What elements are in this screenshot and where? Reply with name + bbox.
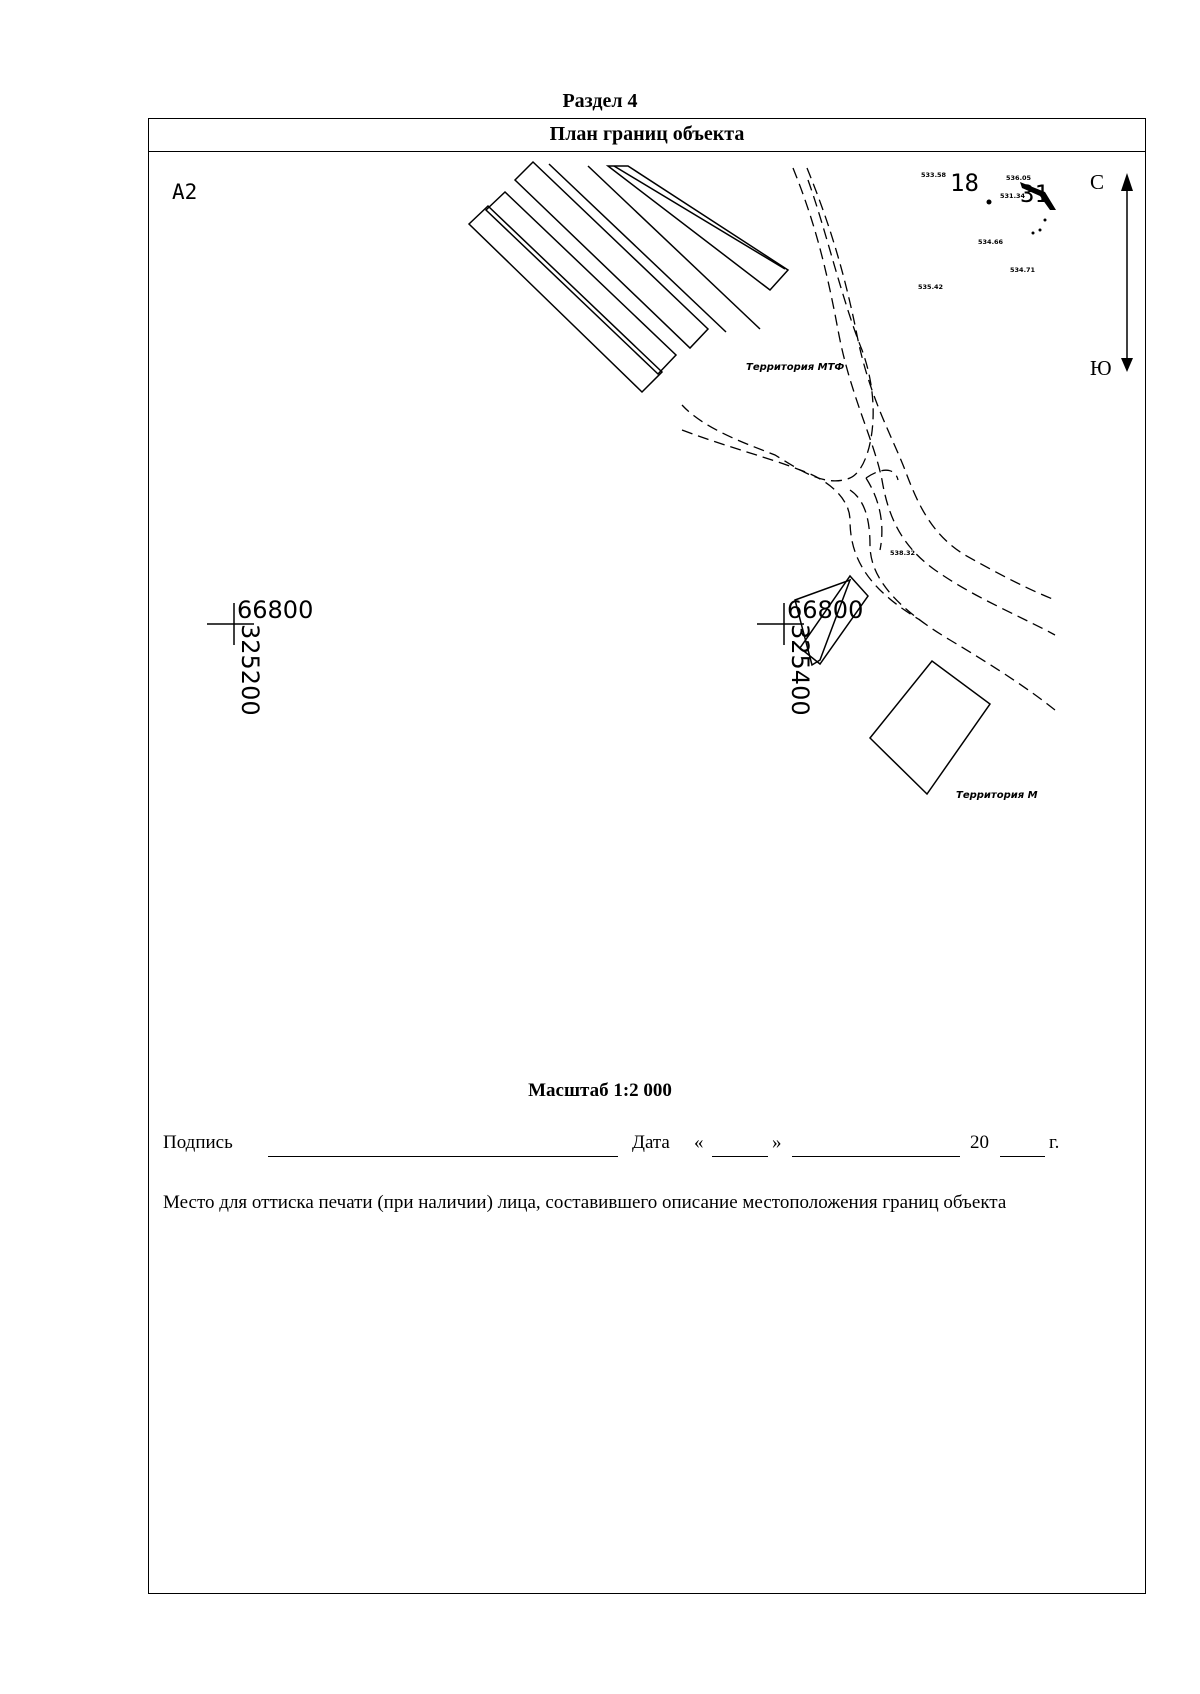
elevation-mark: 538.32 [890,549,916,557]
building [467,204,664,394]
building-edge [587,165,761,330]
building [794,578,852,667]
boundary-point-number: 31 [1020,180,1049,208]
grid-y-label: 325400 [786,624,814,716]
year-prefix: 20 [970,1132,989,1153]
road-edge [806,167,1056,601]
sheet-label: А2 [172,180,198,204]
scale-label: Масштаб 1:2 000 [528,1080,672,1101]
boundary-hatch [1020,182,1056,210]
building-edge [613,165,786,270]
year-suffix: г. [1049,1132,1060,1153]
quote-close: » [772,1132,782,1153]
building [484,190,678,376]
building [513,160,710,350]
signature-label: Подпись [163,1132,233,1153]
road-edge [681,429,921,621]
building [868,659,992,796]
road-edge [849,489,1056,711]
building-edge [548,163,727,333]
north-arrow-head [1121,173,1133,191]
elevation-mark: 534.66 [978,238,1004,246]
elevation-mark: 533.58 [921,171,947,179]
year-line [1000,1156,1045,1157]
elevation-mark: 531.34 [1000,192,1026,200]
building [605,165,790,292]
elevation-mark: 536.05 [1006,174,1032,182]
elevation-mark: 535.42 [918,283,944,291]
road-edge [681,179,874,482]
road-edge [865,469,899,481]
stamp-place-text: Место для оттиска печати (при наличии) л… [163,1192,1007,1213]
section-heading: Раздел 4 [562,90,638,112]
territory-label: Территория М [956,790,1038,801]
building [798,574,869,666]
south-label: Ю [1090,356,1112,380]
territory-label: Территория МТФ [746,362,845,373]
plan-title: План границ объекта [148,118,1146,152]
quote-open: « [694,1132,704,1153]
grid-x-label: 66800 [237,596,314,624]
north-label: С [1090,170,1105,194]
elevation-mark: 534.71 [1010,266,1036,274]
road-edge [792,167,1056,636]
month-line [792,1156,960,1157]
south-arrow-head [1121,358,1133,372]
boundary-point-number: 18 [950,169,979,197]
signature-line [268,1156,618,1157]
day-line [712,1156,768,1157]
grid-x-label: 66800 [787,596,864,624]
plan-frame [148,151,1146,1594]
grid-y-label: 325200 [236,624,264,716]
road-edge [865,477,883,551]
date-label: Дата [632,1132,670,1153]
